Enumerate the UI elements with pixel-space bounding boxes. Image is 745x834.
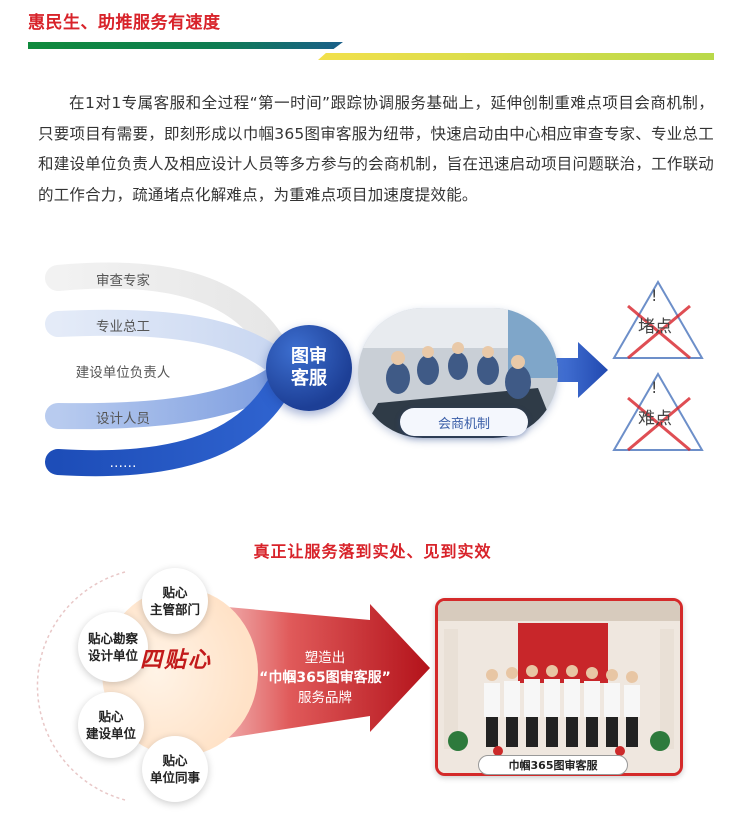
warning-triangle-icon (612, 372, 704, 452)
participant-pill: 建设单位负责人 (75, 365, 171, 381)
four-care-diagram: 贴心主管部门 贴心勘察设计单位 贴心建设单位 贴心单位同事 四贴心 塑造出 “巾… (30, 560, 730, 810)
consultation-diagram: 审查专家 专业总工 建设单位负责人 设计人员 …… 图审客服 会商机制 (38, 258, 714, 490)
hub-label: 图审客服 (291, 346, 327, 389)
heading-underline-green (28, 42, 343, 49)
care-bubble: 贴心勘察设计单位 (78, 612, 148, 682)
diagram2-title: 真正让服务落到实处、见到实效 (253, 542, 492, 561)
four-care-core: 四贴心 (140, 647, 213, 673)
hub-circle: 图审客服 (266, 325, 352, 411)
heading-underline-yellow (318, 53, 714, 60)
warning-mark: ! (651, 286, 658, 305)
brand-arrow-text: 塑造出 “巾帼365图审客服” 服务品牌 (259, 650, 391, 706)
meeting-label: 会商机制 (400, 408, 528, 436)
warning-mark: ! (651, 378, 658, 397)
warning-triangle-icon (612, 280, 704, 360)
care-bubble: 贴心单位同事 (142, 736, 208, 802)
care-bubble: 贴心建设单位 (78, 692, 144, 758)
section-heading: 惠民生、助推服务有速度 (28, 13, 221, 33)
team-photo-caption: 巾帼365图审客服 (478, 755, 628, 775)
participant-pill: 设计人员 (96, 411, 150, 427)
problem-label: 堵点 (638, 317, 672, 337)
participant-pill: 专业总工 (96, 319, 150, 335)
problem-label: 难点 (638, 409, 672, 429)
team-photo (435, 598, 683, 776)
flow-arrow (543, 342, 608, 398)
participant-pill: …… (109, 455, 137, 471)
participant-pill: 审查专家 (96, 273, 150, 289)
body-paragraph: 在1对1专属客服和全过程“第一时间”跟踪协调服务基础上，延伸创制重难点项目会商机… (38, 94, 714, 204)
participant-arcs (45, 262, 608, 477)
care-bubble: 贴心主管部门 (142, 568, 208, 634)
